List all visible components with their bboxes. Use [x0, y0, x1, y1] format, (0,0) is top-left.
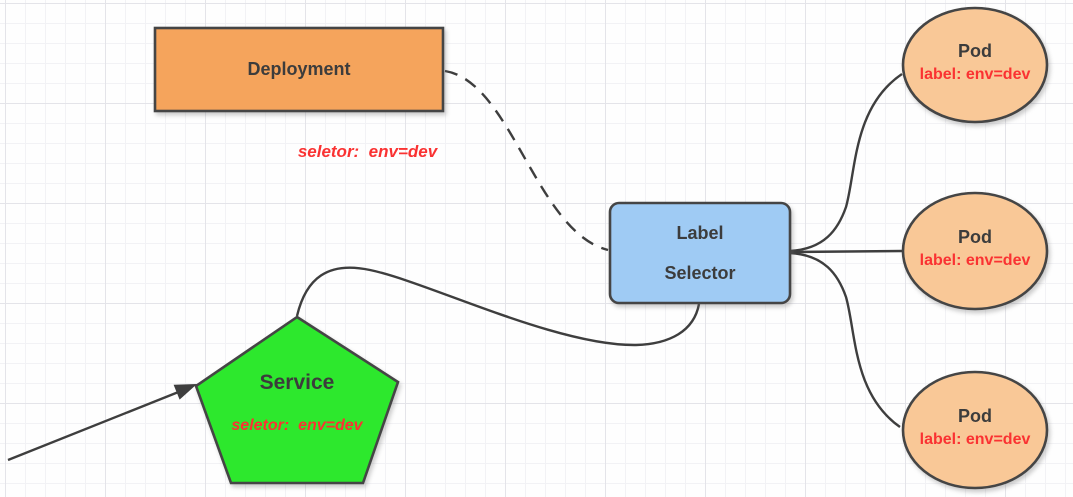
label-selector-line2: Selector [664, 262, 736, 283]
service-selector-note: seletor: env=dev [231, 417, 363, 434]
pod-1-title: Pod [958, 41, 992, 61]
pod-1-label: label: env=dev [919, 66, 1031, 83]
pod-2-text: Pod label: env=dev [903, 225, 1047, 272]
connector-service-to-selector[interactable] [295, 266, 701, 347]
pod-node-3[interactable] [901, 370, 1049, 490]
pod-node-2[interactable] [901, 191, 1049, 311]
connector-deployment-to-selector[interactable] [444, 69, 609, 252]
pod-3-label: label: env=dev [919, 431, 1031, 448]
deployment-label: Deployment [247, 59, 351, 79]
pod-3-text: Pod label: env=dev [903, 404, 1047, 451]
pod-node-1[interactable] [901, 6, 1049, 124]
deployment-node[interactable] [153, 26, 445, 113]
service-label: Service [259, 371, 335, 394]
pod-1-text: Pod label: env=dev [903, 39, 1047, 86]
connector-selector-to-pod-3[interactable] [789, 251, 901, 428]
pod-2-title: Pod [958, 227, 992, 247]
arrow-line-to-service[interactable] [7, 389, 182, 462]
pod-2-label: label: env=dev [919, 252, 1031, 269]
label-selector-node[interactable] [608, 201, 792, 305]
pod-3-title: Pod [958, 406, 992, 426]
deployment-selector-note[interactable]: seletor: env=dev [297, 142, 438, 161]
connector-selector-to-pod-2[interactable] [789, 249, 904, 254]
connector-selector-to-pod-1[interactable] [789, 73, 903, 253]
service-node[interactable] [194, 315, 400, 485]
arrowhead-icon [173, 384, 197, 400]
label-selector-label: Label Selector [610, 203, 790, 303]
label-selector-line1: Label [676, 222, 724, 243]
